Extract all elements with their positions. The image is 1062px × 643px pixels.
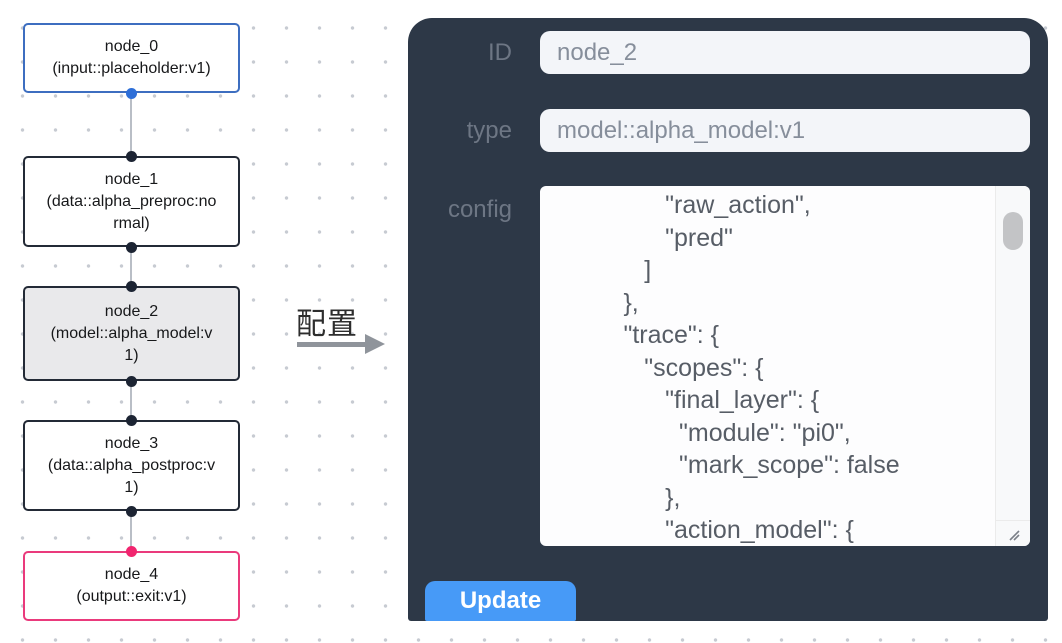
type-label: type [466,117,512,144]
port-dot-node3-in[interactable] [126,414,137,426]
config-json-text: "raw_action", "pred" ] }, "trace": { "sc… [623,191,900,543]
port-dot-node2-out[interactable] [126,375,137,387]
edge-node2-node3 [130,381,132,420]
config-label: config [447,196,512,223]
node-type: (model::alpha_model:v1) [50,324,213,364]
type-input[interactable]: model::alpha_model:v1 [540,109,1030,152]
node-type: (data::alpha_preproc:normal) [46,192,217,232]
edge-node0-node1 [130,93,132,156]
node-title: node_0 [104,38,159,55]
right-arrow-head-icon [365,334,385,354]
node-title: node_2 [104,302,159,320]
flow-node-node_0[interactable]: node_0 (input::placeholder:v1) [23,23,240,93]
config-textarea[interactable]: "raw_action", "pred" ] }, "trace": { "sc… [540,186,1030,546]
node-title: node_4 [104,566,159,583]
edge-node1-node2 [130,247,132,286]
node-type: (data::alpha_postproc:v1) [47,456,216,496]
node-config-panel: ID node_2 type model::alpha_model:v1 con… [408,18,1048,621]
node-type: (output::exit:v1) [76,588,187,605]
flow-node-node_3[interactable]: node_3 (data::alpha_postproc:v1) [23,420,240,511]
port-dot-node3-out[interactable] [126,505,137,517]
flow-node-node_2-selected[interactable]: node_2 (model::alpha_model:v1) [23,286,240,381]
scrollbar-track[interactable] [995,186,1030,520]
port-dot-node2-in[interactable] [126,280,137,292]
resize-handle[interactable] [995,520,1030,546]
id-input[interactable]: node_2 [540,31,1030,74]
node-type: (input::placeholder:v1) [52,60,211,77]
port-dot-node4-in[interactable] [126,545,137,557]
scrollbar-thumb[interactable] [1003,212,1023,250]
port-dot-node1-out[interactable] [126,241,137,253]
flow-node-node_1[interactable]: node_1 (data::alpha_preproc:normal) [23,156,240,247]
edge-node3-node4 [130,511,132,551]
port-dot-node0-out[interactable] [126,87,137,99]
right-arrow-icon [297,342,367,347]
resize-grip-icon [1009,529,1020,541]
flow-node-node_4[interactable]: node_4 (output::exit:v1) [23,551,240,621]
update-button[interactable]: Update [425,581,576,621]
node-title: node_3 [104,434,159,452]
configure-label: 配置 [296,308,358,341]
node-title: node_1 [104,170,159,188]
id-input-value: node_2 [557,38,638,66]
port-dot-node1-in[interactable] [126,150,137,162]
id-label: ID [488,39,512,66]
type-input-value: model::alpha_model:v1 [557,116,806,144]
